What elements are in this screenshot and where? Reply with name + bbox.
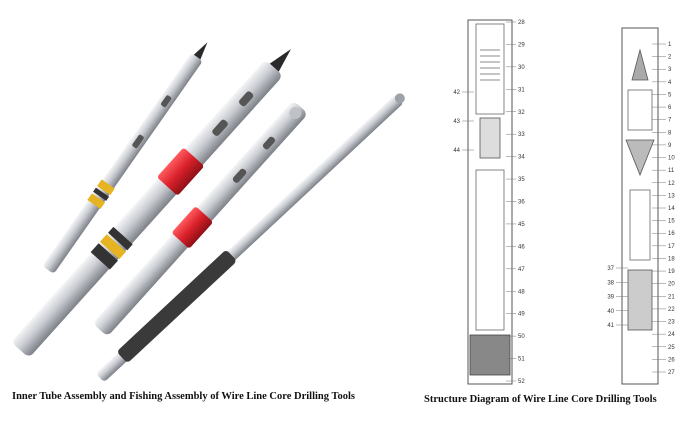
diagram-b-callout-label: 38: [607, 280, 614, 286]
diagram-a-callouts-right: 28 29 30 31 32 33 34 35 36 45 46 47 48 49 50 51 52: [506, 20, 525, 385]
diagram-b-callout-label: 39: [607, 295, 614, 301]
diagram-b-callout-label: 10: [668, 156, 675, 162]
diagram-b-callout-label: 12: [668, 181, 675, 187]
diagram-b-callout-label: 6: [668, 105, 672, 111]
structure-diagram-b: 1234567891011121314151617181920212223242…: [607, 27, 675, 385]
diagram-a-callout-label: 43: [453, 119, 460, 125]
diagram-a-callout-label: 32: [518, 110, 525, 116]
diagram-b-callout-label: 19: [668, 269, 675, 275]
diagram-b-callout-label: 7: [668, 118, 672, 124]
diagram-a-callout-label: 29: [518, 42, 525, 48]
left-caption: Inner Tube Assembly and Fishing Assembly…: [12, 391, 355, 402]
diagram-b-callout-label: 2: [668, 55, 672, 61]
diagram-b-callout-label: 40: [607, 309, 614, 315]
fishing-assembly: [95, 102, 306, 335]
diagram-b-callout-label: 8: [668, 130, 672, 136]
inner-tube-tool-2: [13, 49, 291, 356]
diagram-a-callouts-left: 42 43 44: [453, 90, 474, 154]
diagram-b-callout-label: 18: [668, 256, 675, 262]
diagram-a-callout-label: 51: [518, 357, 525, 363]
diagram-a-callout-label: 28: [518, 20, 525, 26]
right-caption: Structure Diagram of Wire Line Core Dril…: [424, 394, 657, 405]
diagram-a-callout-label: 30: [518, 65, 525, 71]
diagram-b-callout-label: 22: [668, 307, 675, 313]
diagram-a-callout-label: 52: [518, 379, 525, 385]
diagram-a-callout-label: 44: [453, 148, 460, 154]
diagram-b-callout-label: 24: [668, 332, 675, 338]
diagram-b-callout-label: 23: [668, 320, 675, 326]
diagram-a-callout-label: 46: [518, 244, 525, 250]
diagram-b-callout-label: 20: [668, 282, 675, 288]
diagram-b-callout-label: 21: [668, 294, 675, 300]
diagram-b-callout-label: 5: [668, 92, 672, 98]
diagram-a-callout-label: 48: [518, 289, 525, 295]
diagram-b-callout-label: 41: [607, 323, 614, 329]
diagram-a-callout-label: 35: [518, 177, 525, 183]
diagram-a-callout-label: 45: [518, 222, 525, 228]
diagram-a-callout-label: 49: [518, 312, 525, 318]
diagram-b-callout-label: 13: [668, 193, 675, 199]
diagram-a-callout-label: 34: [518, 155, 525, 161]
diagram-a-callout-label: 36: [518, 200, 525, 206]
diagram-b-callout-label: 27: [668, 370, 675, 376]
tools-photo: [13, 42, 405, 381]
overshot-rod: [97, 93, 405, 381]
diagram-b-callout-label: 11: [668, 168, 675, 174]
diagram-b-callout-label: 4: [668, 80, 672, 86]
diagram-b-callouts-right: 1234567891011121314151617181920212223242…: [652, 42, 675, 376]
diagram-b-callout-label: 1: [668, 42, 672, 48]
diagram-a-callout-label: 47: [518, 267, 525, 273]
diagram-b-callouts-left: 37 38 39 40 41: [607, 266, 628, 329]
diagram-b-callout-label: 25: [668, 345, 675, 351]
diagram-b-callout-label: 9: [668, 143, 672, 149]
diagram-a-callout-label: 33: [518, 132, 525, 138]
inner-tube-tool-1: [43, 42, 208, 273]
diagram-a-callout-label: 42: [453, 90, 460, 96]
diagram-b-callout-label: 15: [668, 219, 675, 225]
diagram-b-callout-label: 16: [668, 231, 675, 237]
tools-photo-svg: [13, 42, 405, 381]
diagram-a-callout-label: 50: [518, 334, 525, 340]
diagram-b-callout-label: 37: [607, 266, 614, 272]
diagram-b-callout-label: 14: [668, 206, 675, 212]
diagram-b-callout-label: 3: [668, 67, 672, 73]
diagram-b-callout-label: 17: [668, 244, 675, 250]
diagram-a-callout-label: 31: [518, 87, 525, 93]
diagram-b-callout-label: 26: [668, 357, 675, 363]
